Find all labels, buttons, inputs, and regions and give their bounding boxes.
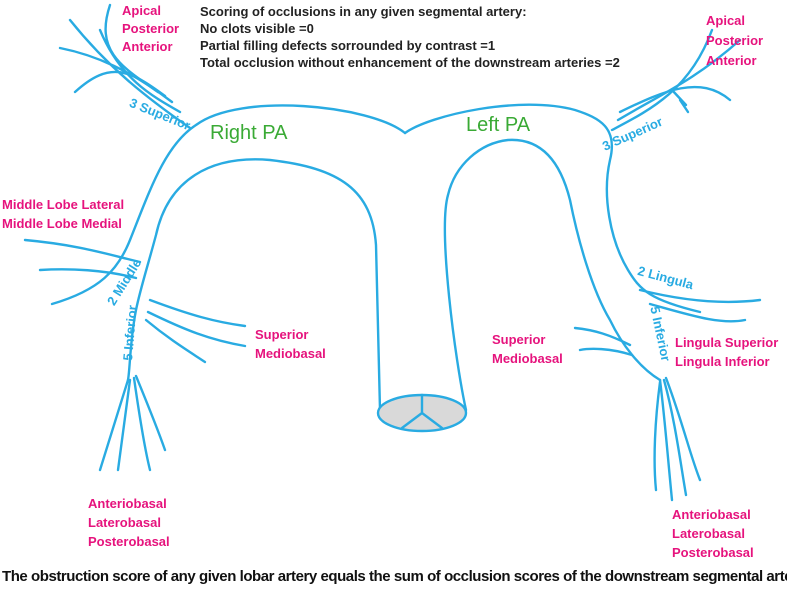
left-upper-posterior: Posterior — [706, 33, 764, 48]
left-superior-branch-3 — [618, 85, 732, 114]
left-upper-apical: Apical — [706, 13, 746, 28]
right-superior-branch-2 — [98, 28, 182, 114]
right-middle-branch-1 — [23, 238, 142, 264]
left-inferior-twig-2 — [578, 347, 634, 357]
left-basal-branch-1 — [658, 378, 674, 502]
right-superior-branch-3 — [58, 46, 174, 104]
left-upper-anterior: Anterior — [706, 53, 757, 68]
scoring-line-2: Partial filling defects sorrounded by co… — [200, 38, 496, 53]
left-pa-outer-wall — [403, 103, 702, 314]
left-lingula-branch-1 — [638, 288, 762, 304]
scoring-title: Scoring of occlusions in any given segme… — [200, 4, 527, 19]
right-basal-branch-3 — [132, 376, 152, 472]
trunk-cap-divider — [400, 393, 444, 430]
right-basal-branch-2 — [116, 378, 132, 472]
left-lower-superior: Superior — [492, 332, 546, 347]
right-basal-anteriobasal: Anteriobasal — [88, 496, 167, 511]
right-middle-branch-2 — [38, 268, 138, 280]
right-middle-lateral: Middle Lobe Lateral — [2, 197, 125, 212]
left-lingula-inferior: Lingula Inferior — [675, 354, 770, 369]
left-lower-mediobasal: Mediobasal — [492, 351, 563, 366]
right-middle-medial: Middle Lobe Medial — [2, 216, 122, 231]
left-superior-branch-1 — [610, 28, 714, 132]
right-superior-branch-1 — [68, 18, 192, 130]
left-pa-label: Left PA — [466, 114, 531, 136]
right-basal-branch-4 — [134, 374, 167, 452]
left-basal-branch-3 — [664, 376, 702, 482]
left-superior-branch-4 — [678, 98, 690, 114]
right-pa-inner-wall — [126, 158, 382, 412]
left-basal-laterobasal: Laterobasal — [672, 526, 745, 541]
right-basal-branch-1 — [98, 378, 130, 472]
right-lower-superior: Superior — [255, 327, 309, 342]
footer-caption: The obstruction score of any given lobar… — [2, 568, 787, 585]
right-superior-branch-4 — [73, 70, 167, 98]
left-superior-branch-5 — [670, 88, 688, 107]
right-inferior-twig-2 — [146, 310, 247, 348]
right-inferior-twig-1 — [148, 298, 247, 328]
left-basal-anteriobasal: Anteriobasal — [672, 507, 751, 522]
left-basal-branch-4 — [653, 380, 662, 492]
right-pa-label: Right PA — [210, 122, 288, 144]
left-basal-branch-2 — [662, 378, 688, 497]
left-inferior-twig-1 — [573, 326, 632, 347]
left-pa-inner-wall — [443, 138, 662, 412]
scoring-line-1: No clots visible =0 — [200, 21, 314, 36]
right-lower-mediobasal: Mediobasal — [255, 346, 326, 361]
left-lingula-branch-2 — [648, 302, 747, 323]
right-upper-anterior: Anterior — [122, 39, 173, 54]
right-upper-posterior: Posterior — [122, 21, 180, 36]
right-basal-laterobasal: Laterobasal — [88, 515, 161, 530]
right-upper-apical: Apical — [122, 3, 162, 18]
right-inferior-twig-3 — [144, 318, 207, 364]
left-lingula-superior: Lingula Superior — [675, 335, 779, 350]
right-superior-branch-5 — [104, 3, 160, 94]
right-basal-posterobasal: Posterobasal — [88, 534, 170, 549]
left-basal-posterobasal: Posterobasal — [672, 545, 754, 560]
scoring-line-3: Total occlusion without enhancement of t… — [200, 55, 620, 70]
left-superior-branch-2 — [616, 38, 742, 122]
